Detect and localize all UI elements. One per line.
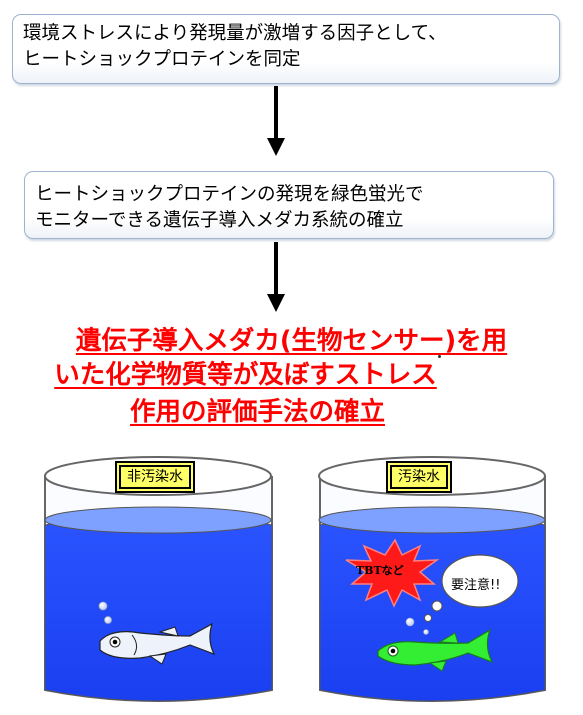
clean-water-tank (44, 456, 273, 702)
bubble-icon (104, 616, 112, 624)
conclusion-line-2: いた化学物質等が及ぼすストレス (54, 360, 437, 390)
process-step-1: 環境ストレスにより発現量が激増する因子として、 ヒートショックプロテインを同定 (12, 14, 560, 84)
step-1-line-2: ヒートショックプロテインを同定 (23, 49, 301, 70)
down-arrow-1 (267, 86, 285, 156)
down-arrow-2 (267, 242, 285, 312)
process-step-2: ヒートショックプロテインの発現を緑色蛍光で モニターできる遺伝子導入メダカ系統の… (24, 171, 554, 239)
stray-dot (438, 355, 441, 358)
healthy-fish-icon (99, 622, 216, 665)
conclusion-line-1: 遺伝子導入メダカ(生物センサー)を用 (75, 326, 508, 356)
step-2-line-1: ヒートショックプロテインの発現を緑色蛍光で (35, 184, 424, 205)
step-2-line-2: モニターできる遺伝子導入メダカ系統の確立 (35, 210, 404, 231)
bubble-icon (98, 601, 108, 611)
fluorescent-fish-icon (377, 628, 494, 672)
polluted-water-tank (318, 456, 546, 702)
pollutant-burst-icon (345, 538, 440, 608)
step-1-line-1: 環境ストレスにより発現量が激増する因子として、 (23, 23, 447, 44)
thought-bubble-icon (441, 554, 519, 608)
pollutant-text: TBTなど (356, 564, 404, 577)
polluted-water-label: 汚染水 (388, 463, 450, 491)
tank-illustration (44, 456, 546, 702)
clean-water-label: 非汚染水 (117, 463, 193, 491)
conclusion-line-3: 作用の評価手法の確立 (129, 397, 385, 427)
caution-text: 要注意!! (451, 578, 501, 593)
